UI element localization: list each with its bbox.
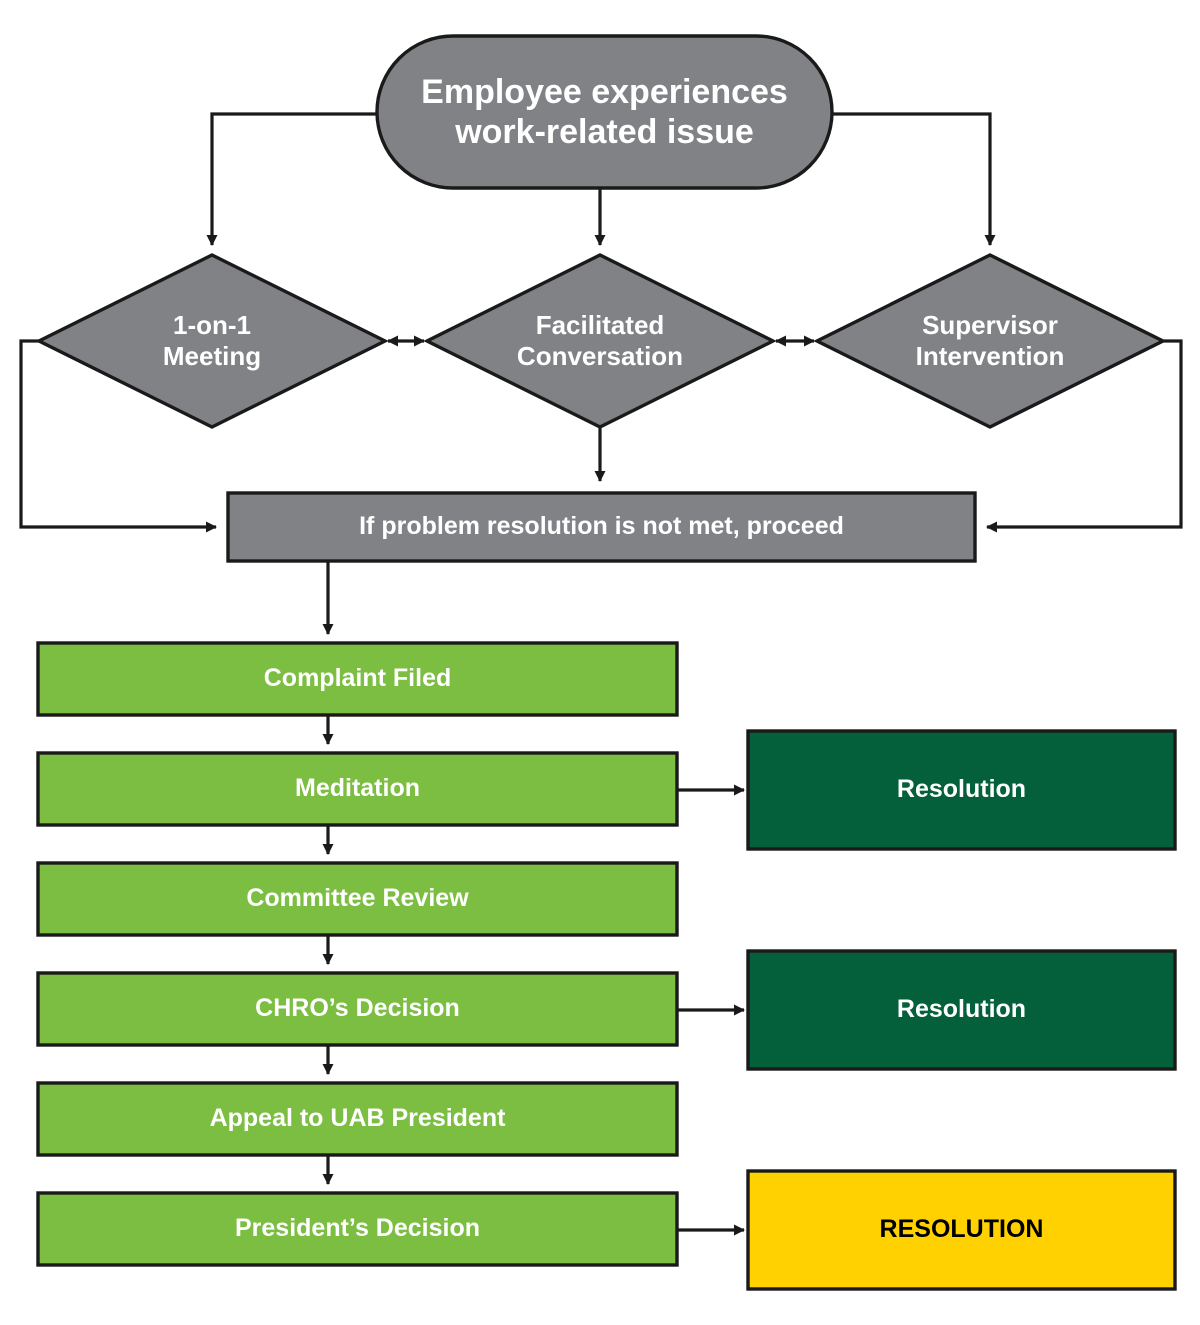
step-appeal-to-uab-president-shape[interactable] — [36, 1081, 679, 1157]
step-meditation-shape[interactable] — [36, 751, 679, 827]
decision-one-on-one-shape — [35, 253, 389, 429]
outcome-resolution-3-shape[interactable] — [746, 1169, 1177, 1291]
step-chro-decision-shape[interactable] — [36, 971, 679, 1047]
step-president-decision-shape[interactable] — [36, 1191, 679, 1267]
outcome-resolution-2-shape[interactable] — [746, 949, 1177, 1071]
step-complaint-filed-shape[interactable] — [36, 641, 679, 717]
connector-start-to-supervisor — [832, 112, 996, 246]
connector-supervisor-to-gate — [986, 339, 1183, 533]
connector-one-on-one-to-gate — [19, 339, 217, 533]
connector-start-to-one-on-one — [206, 112, 377, 246]
start-node-shape — [375, 34, 834, 190]
step-committee-review-shape[interactable] — [36, 861, 679, 937]
decision-facilitated-shape — [423, 253, 777, 429]
gate-node-shape — [226, 491, 977, 563]
decision-supervisor-shape — [813, 253, 1167, 429]
outcome-resolution-1-shape[interactable] — [746, 729, 1177, 851]
